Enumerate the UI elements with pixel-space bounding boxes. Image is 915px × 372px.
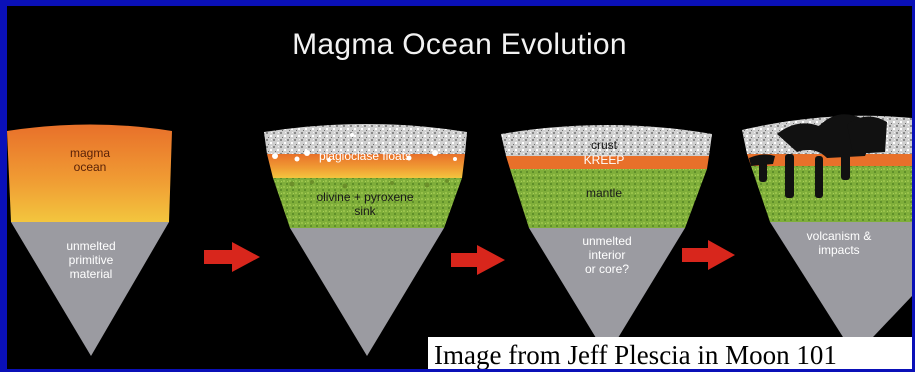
right-arrow-icon bbox=[682, 240, 735, 270]
image-credit: Image from Jeff Plescia in Moon 101 bbox=[428, 337, 912, 369]
stage-2-plagioclase-label: plagioclase floats bbox=[319, 149, 411, 163]
right-arrow-icon bbox=[204, 242, 260, 272]
right-arrow-icon bbox=[451, 245, 505, 275]
stage-4-wedge: volcanism &impacts bbox=[742, 114, 912, 356]
stage-4-mantle bbox=[751, 166, 912, 222]
stage-3-mantle-label: mantle bbox=[586, 186, 622, 200]
stage-3-kreep-label: KREEP bbox=[584, 153, 625, 167]
stage-3-crust-label: crust bbox=[591, 138, 618, 152]
stage-2-interior bbox=[290, 228, 444, 356]
diagram-panel: Magma Ocean Evolution bbox=[7, 6, 912, 369]
